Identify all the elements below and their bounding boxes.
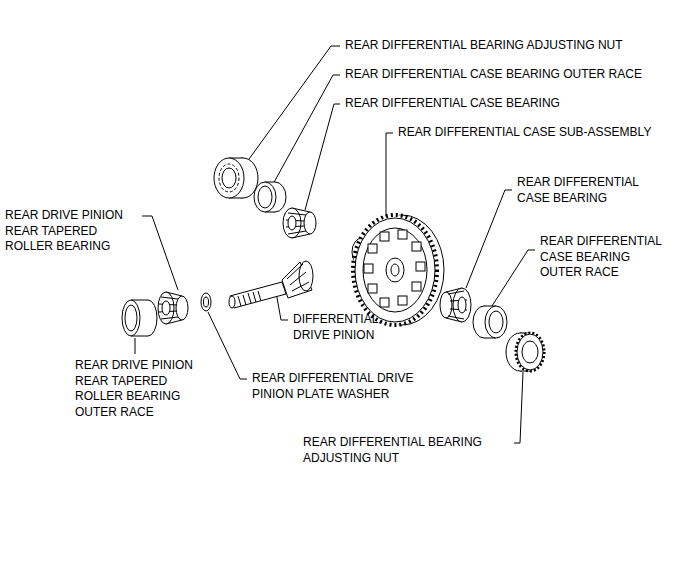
label-line: REAR DRIVE PINION <box>75 358 193 374</box>
pinion-bearing <box>158 292 188 324</box>
ring-gear-bolts <box>364 230 425 307</box>
label-line: CASE BEARING <box>540 250 662 266</box>
label-line: REAR DIFFERENTIAL CASE BEARING <box>345 96 560 112</box>
part-label: REAR DIFFERENTIAL BEARING ADJUSTING NUT <box>345 38 623 54</box>
label-line: OUTER RACE <box>540 265 662 281</box>
label-line: REAR DIFFERENTIAL <box>517 175 639 191</box>
adjusting-nut-top <box>214 158 258 198</box>
label-line: REAR TAPERED <box>75 374 193 390</box>
label-line: REAR DIFFERENTIAL CASE BEARING OUTER RAC… <box>345 67 642 83</box>
label-line: REAR DIFFERENTIAL <box>540 234 662 250</box>
part-label: REAR DIFFERENTIAL CASE SUB-ASSEMBLY <box>398 125 651 141</box>
plate-washer <box>201 293 211 311</box>
part-label: REAR DIFFERENTIAL CASE BEARING OUTER RAC… <box>540 234 662 281</box>
outer-race-top <box>254 182 286 212</box>
part-label: REAR DIFFERENTIAL CASE BEARING <box>345 96 560 112</box>
label-line: REAR DRIVE PINION <box>5 208 123 224</box>
label-line: REAR TAPERED <box>5 224 123 240</box>
adjusting-nut-right <box>506 333 544 371</box>
part-label: REAR DRIVE PINION REAR TAPERED ROLLER BE… <box>5 208 123 255</box>
differential-case <box>352 215 444 325</box>
part-label: REAR DRIVE PINION REAR TAPERED ROLLER BE… <box>75 358 193 420</box>
label-line: CASE BEARING <box>517 191 639 207</box>
outer-race-right <box>473 306 507 338</box>
part-label: REAR DIFFERENTIAL BEARING ADJUSTING NUT <box>303 435 482 466</box>
label-line: REAR DIFFERENTIAL DRIVE <box>252 371 414 387</box>
part-label: REAR DIFFERENTIAL CASE BEARING OUTER RAC… <box>345 67 642 83</box>
drive-pinion <box>229 261 313 308</box>
label-line: DIFFERENTIAL <box>293 312 378 328</box>
label-line: OUTER RACE <box>75 405 193 421</box>
label-line: ADJUSTING NUT <box>303 451 482 467</box>
label-line: ROLLER BEARING <box>5 239 123 255</box>
part-label: DIFFERENTIAL DRIVE PINION <box>293 312 378 343</box>
label-line: REAR DIFFERENTIAL BEARING ADJUSTING NUT <box>345 38 623 54</box>
label-line: PINION PLATE WASHER <box>252 387 414 403</box>
label-line: DRIVE PINION <box>293 328 378 344</box>
pinion-outer-race <box>122 300 157 336</box>
case-bearing-right <box>440 288 471 322</box>
part-label: REAR DIFFERENTIAL DRIVE PINION PLATE WAS… <box>252 371 414 402</box>
part-label: REAR DIFFERENTIAL CASE BEARING <box>517 175 639 206</box>
label-line: ROLLER BEARING <box>75 389 193 405</box>
label-line: REAR DIFFERENTIAL BEARING <box>303 435 482 451</box>
label-line: REAR DIFFERENTIAL CASE SUB-ASSEMBLY <box>398 125 651 141</box>
case-bearing-top <box>283 208 316 238</box>
